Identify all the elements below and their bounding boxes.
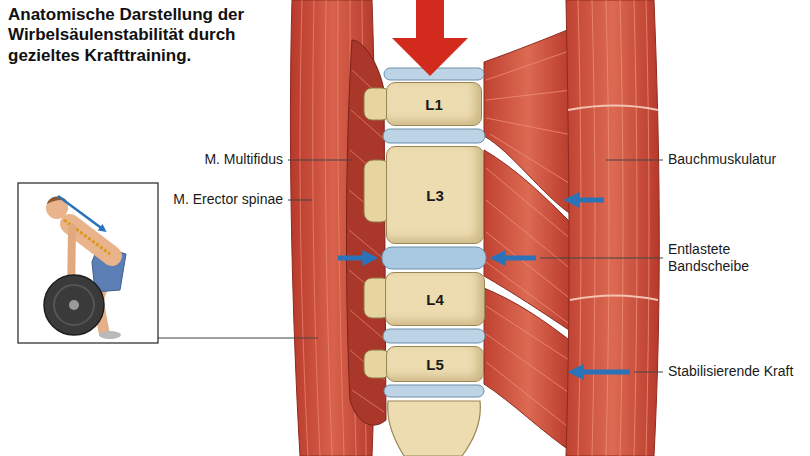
barbell-hub bbox=[69, 300, 79, 310]
abdominal-muscle-band bbox=[566, 0, 659, 456]
leader-line bbox=[634, 372, 663, 373]
vertebra-label: L3 bbox=[426, 187, 444, 204]
leader-line bbox=[540, 258, 663, 259]
diagram-title: Anatomische Darstellung der Wirbelsäulen… bbox=[8, 5, 308, 66]
deadlift-inset bbox=[18, 183, 158, 343]
rectus-abdominis-muscle bbox=[566, 0, 659, 456]
leader-line bbox=[288, 200, 312, 201]
inset-frame bbox=[18, 183, 158, 343]
part-label: Stabilisierende Kraft bbox=[668, 363, 793, 381]
vertebral-body: L3 bbox=[386, 146, 484, 244]
relieved-disc bbox=[382, 247, 486, 269]
leader-line bbox=[288, 160, 352, 161]
weight-plate bbox=[44, 275, 104, 335]
force-arrow bbox=[570, 198, 604, 203]
intervertebral-discs bbox=[382, 68, 486, 397]
tendon-line bbox=[568, 106, 658, 301]
muscle-fibers bbox=[486, 50, 572, 430]
part-label: M. Erector spinae bbox=[173, 191, 283, 209]
part-label: Entlastete Bandscheibe bbox=[668, 241, 804, 276]
sacrum bbox=[388, 401, 481, 456]
abdominal-fan-muscles bbox=[484, 28, 572, 452]
back-arrow bbox=[58, 196, 104, 230]
force-arrow bbox=[496, 256, 536, 261]
leader-line bbox=[158, 338, 318, 339]
intervertebral-disc bbox=[384, 385, 484, 397]
load-arrow bbox=[392, 0, 468, 76]
part-label: M. Multifidus bbox=[204, 151, 283, 169]
oblique-muscle bbox=[484, 288, 572, 452]
force-arrow bbox=[574, 370, 630, 375]
vertebra-label: L5 bbox=[426, 356, 444, 373]
intervertebral-disc bbox=[383, 329, 485, 343]
vertebral-body: L4 bbox=[385, 272, 485, 326]
leader-line bbox=[606, 160, 663, 161]
vertebra-label: L1 bbox=[425, 96, 443, 113]
muscle-fibers bbox=[578, 0, 649, 456]
weight-plate-ring bbox=[54, 285, 94, 325]
part-label: Bauchmuskulatur bbox=[668, 151, 776, 169]
foot bbox=[99, 331, 121, 339]
vertebral-body: L5 bbox=[386, 346, 484, 382]
vertebra-label: L4 bbox=[426, 291, 444, 308]
stabilizing-force-arrows bbox=[338, 200, 630, 372]
force-arrow bbox=[338, 256, 372, 261]
vertebral-body: L1 bbox=[386, 82, 482, 126]
intervertebral-disc bbox=[383, 129, 485, 143]
